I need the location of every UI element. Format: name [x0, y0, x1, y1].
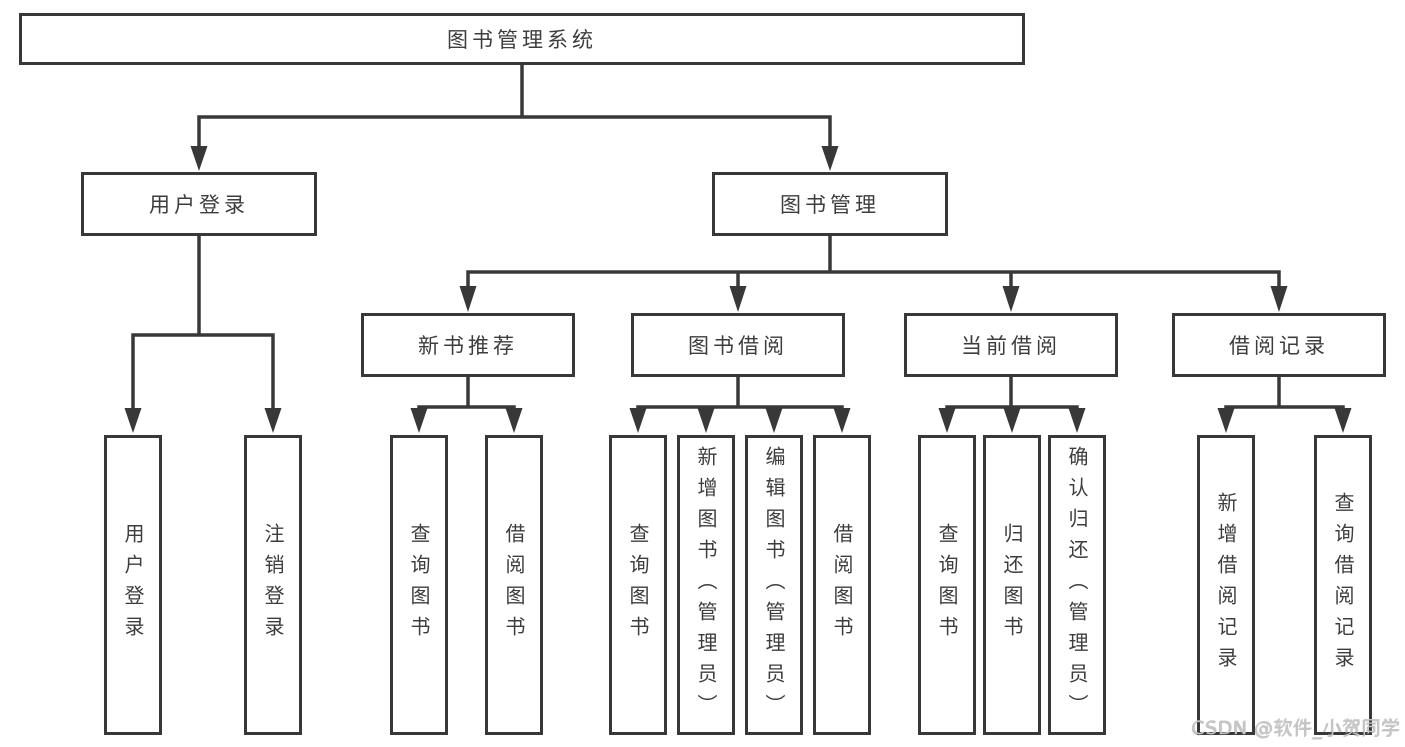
leaf-borrow-books-recommend: 借阅图书	[485, 435, 543, 735]
leaf-query-books-recommend: 查询图书	[390, 435, 448, 735]
node-label: 图书借阅	[688, 334, 788, 358]
leaf-label: 确认归还（管理员）	[1065, 445, 1089, 725]
node-book-management-system: 图书管理系统	[19, 13, 1025, 65]
arrow-icon	[1334, 408, 1352, 433]
connector-book-borrow-group	[636, 375, 844, 409]
leaf-add-books-admin: 新增图书（管理员）	[677, 435, 735, 735]
leaf-return-books: 归还图书	[983, 435, 1041, 735]
leaf-label: 归还图书	[1000, 523, 1024, 647]
leaf-label: 查询图书	[626, 523, 650, 647]
arrow-icon	[938, 408, 956, 433]
connector-book-mgmt-group	[466, 234, 1281, 289]
arrow-icon	[505, 408, 523, 433]
arrow-icon	[124, 408, 142, 433]
arrow-icon	[729, 286, 747, 312]
leaf-logout: 注销登录	[244, 435, 302, 735]
node-label: 图书管理	[780, 193, 880, 217]
leaf-add-borrow-record: 新增借阅记录	[1197, 435, 1255, 735]
arrow-icon	[1002, 286, 1020, 312]
arrow-icon	[1270, 286, 1288, 312]
leaf-label: 用户登录	[121, 523, 145, 647]
arrow-icon	[629, 408, 647, 433]
connector-new-book-group	[417, 375, 516, 409]
node-current-borrow: 当前借阅	[904, 313, 1118, 377]
node-label: 新书推荐	[418, 334, 518, 358]
leaf-confirm-return-admin: 确认归还（管理员）	[1048, 435, 1106, 735]
leaf-label: 查询图书	[407, 523, 431, 647]
arrow-icon	[190, 146, 208, 171]
leaf-label: 新增图书（管理员）	[694, 445, 718, 725]
node-label: 当前借阅	[961, 334, 1061, 358]
node-book-borrow: 图书借阅	[631, 313, 845, 377]
leaf-borrow-books: 借阅图书	[813, 435, 871, 735]
leaf-label: 新增借阅记录	[1214, 492, 1238, 678]
leaf-label: 查询借阅记录	[1331, 492, 1355, 678]
connector-paths	[131, 62, 1345, 411]
arrow-icon	[1003, 408, 1021, 433]
arrow-icon	[1068, 408, 1086, 433]
node-label: 借阅记录	[1229, 334, 1329, 358]
arrow-icon	[697, 408, 715, 433]
leaf-label: 查询图书	[935, 523, 959, 647]
leaf-user-login: 用户登录	[104, 435, 162, 735]
arrow-icon	[264, 408, 282, 433]
node-label: 图书管理系统	[447, 28, 597, 52]
connector-current-borrow-group	[945, 375, 1079, 409]
arrowheads	[124, 146, 1352, 433]
arrow-icon	[1217, 408, 1235, 433]
leaf-label: 借阅图书	[830, 523, 854, 647]
arrow-icon	[821, 146, 839, 171]
leaf-label: 注销登录	[261, 523, 285, 647]
leaf-edit-books-admin: 编辑图书（管理员）	[745, 435, 803, 735]
node-user-login: 用户登录	[81, 172, 317, 236]
leaf-label: 借阅图书	[502, 523, 526, 647]
leaf-query-borrow-record: 查询借阅记录	[1314, 435, 1372, 735]
node-book-management: 图书管理	[712, 172, 948, 236]
arrow-icon	[765, 408, 783, 433]
connector-root	[197, 62, 832, 149]
connector-borrow-record-group	[1224, 375, 1345, 409]
arrow-icon	[459, 286, 477, 312]
node-new-book-recommend: 新书推荐	[361, 313, 575, 377]
leaf-query-books-borrow: 查询图书	[609, 435, 667, 735]
csdn-watermark: CSDN @软件_小贺同学	[1191, 717, 1401, 739]
arrow-icon	[410, 408, 428, 433]
node-label: 用户登录	[149, 193, 249, 217]
leaf-label: 编辑图书（管理员）	[762, 445, 786, 725]
arrow-icon	[833, 408, 851, 433]
leaf-query-books-current: 查询图书	[918, 435, 976, 735]
connector-user-login-group	[131, 234, 275, 411]
node-borrow-records: 借阅记录	[1172, 313, 1386, 377]
